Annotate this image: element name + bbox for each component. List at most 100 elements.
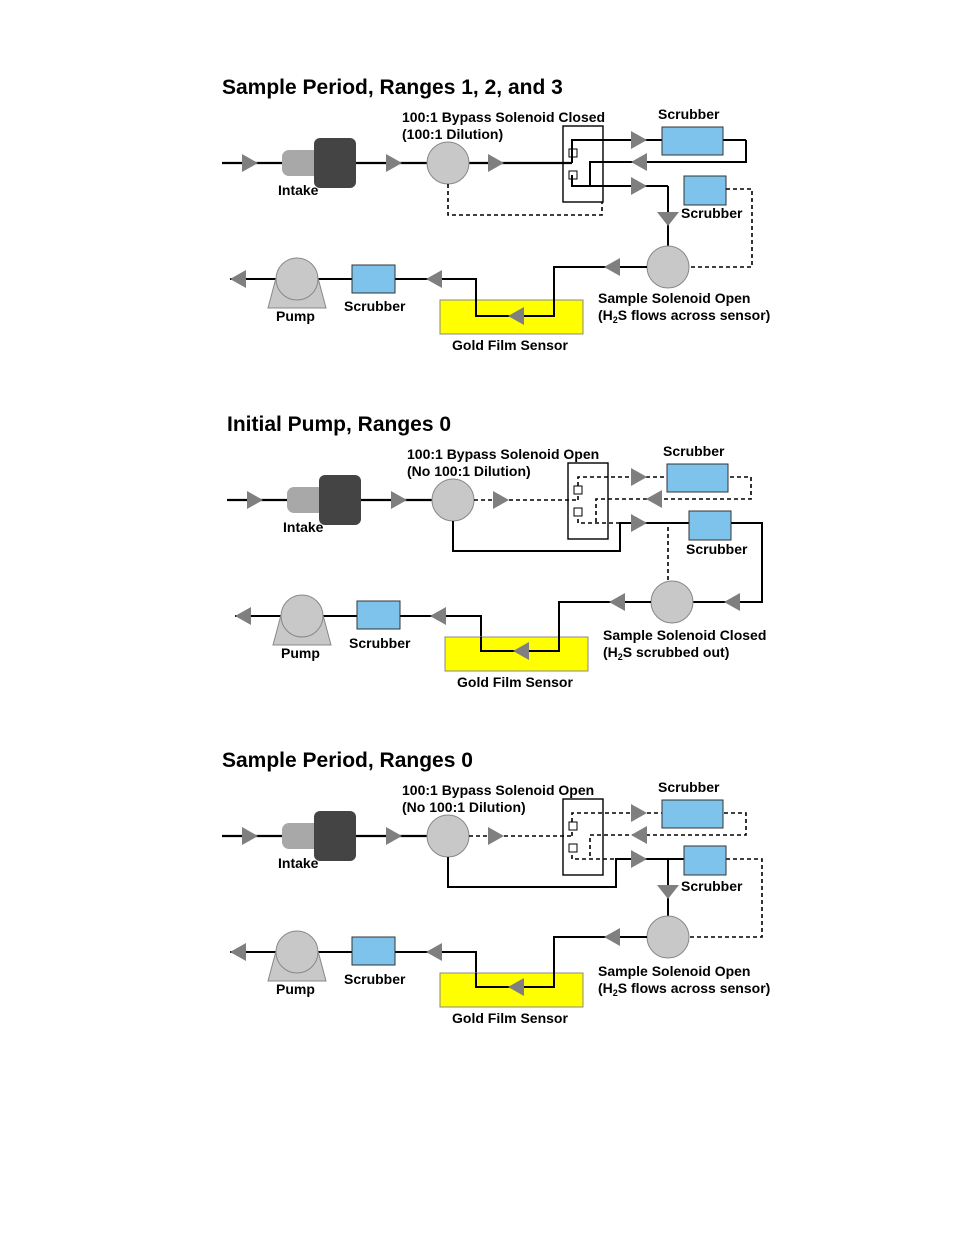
scrubber-top-label: Scrubber (663, 443, 725, 459)
flow-arrow-icon (631, 468, 647, 486)
diagram-panel-3: Sample Period, Ranges 0 (0, 745, 954, 1075)
scrubber-mid-label: Scrubber (681, 878, 743, 894)
pump-icon (267, 257, 327, 309)
valve-port-icon (573, 485, 583, 495)
bypass-dilution-label: (100:1 Dilution) (402, 126, 504, 142)
bypass-solenoid-icon (431, 478, 475, 522)
pump-label: Pump (281, 645, 320, 661)
bypass-dilution-label: (No 100:1 Dilution) (402, 799, 526, 815)
pump-icon (272, 594, 332, 646)
gold-film-sensor-icon (444, 636, 589, 672)
flow-diagram (227, 462, 763, 672)
scrubber-mid-icon (683, 845, 727, 876)
bypass-solenoid-label: 100:1 Bypass Solenoid Open (407, 446, 600, 462)
flow-arrow-icon (631, 850, 647, 868)
flow-arrow-icon (724, 593, 740, 611)
scrubber-pump-icon (356, 600, 401, 630)
bypass-dilution-label: (No 100:1 Dilution) (407, 463, 531, 479)
flow-arrow-icon (493, 491, 509, 509)
flow-arrow-icon (604, 258, 620, 276)
flow-arrow-icon (488, 154, 504, 172)
flow-arrow-icon (631, 131, 647, 149)
pump-icon (267, 930, 327, 982)
flow-arrow-icon (631, 153, 647, 171)
gold-film-sensor-icon (439, 972, 584, 1008)
flow-arrow-icon (513, 642, 529, 660)
flow-arrow-icon (609, 593, 625, 611)
panel-title: Sample Period, Ranges 0 (222, 749, 473, 772)
scrubber-pump-label: Scrubber (349, 635, 411, 651)
scrubber-mid-label: Scrubber (686, 541, 748, 557)
flow-arrow-icon (657, 212, 679, 226)
scrubber-mid-icon (688, 510, 732, 541)
flow-arrow-icon (508, 307, 524, 325)
flow-arrow-icon (488, 827, 504, 845)
gold-film-sensor-label: Gold Film Sensor (457, 674, 573, 690)
flow-arrow-icon (242, 827, 258, 845)
scrubber-top-label: Scrubber (658, 779, 720, 795)
scrubber-mid-icon (683, 175, 727, 206)
flow-arrow-icon (604, 928, 620, 946)
flow-arrow-icon (631, 514, 647, 532)
bypass-solenoid-icon (426, 141, 470, 185)
valve-block (567, 462, 609, 540)
pump-label: Pump (276, 308, 315, 324)
sample-solenoid-icon (646, 245, 690, 289)
pump-label: Pump (276, 981, 315, 997)
flow-arrow-icon (430, 607, 446, 625)
flow-arrow-icon (230, 270, 246, 288)
intake-label: Intake (278, 182, 319, 198)
flow-arrow-icon (242, 154, 258, 172)
valve-block (562, 125, 604, 203)
flow-arrow-icon (631, 177, 647, 195)
bypass-solenoid-label: 100:1 Bypass Solenoid Closed (402, 109, 606, 125)
scrubber-top-label: Scrubber (658, 106, 720, 122)
scrubber-pump-label: Scrubber (344, 298, 406, 314)
panel-title: Sample Period, Ranges 1, 2, and 3 (222, 76, 563, 99)
sample-solenoid-icon (646, 915, 690, 959)
sample-solenoid-label: Sample Solenoid Closed (603, 627, 767, 643)
intake-icon (282, 138, 356, 188)
sample-solenoid-icon (650, 580, 694, 624)
intake-icon (282, 811, 356, 861)
gold-film-sensor-label: Gold Film Sensor (452, 337, 568, 353)
flow-arrow-icon (657, 885, 679, 899)
gold-film-sensor-label: Gold Film Sensor (452, 1010, 568, 1026)
flow-arrow-icon (631, 826, 647, 844)
scrubber-top-icon (661, 799, 724, 829)
flow-arrow-icon (230, 943, 246, 961)
scrubber-top-icon (666, 463, 729, 493)
flow-arrow-icon (247, 491, 263, 509)
panel-title: Initial Pump, Ranges 0 (227, 413, 452, 436)
bypass-line (447, 184, 603, 216)
flow-arrow-icon (646, 490, 662, 508)
scrubber-pump-label: Scrubber (344, 971, 406, 987)
flow-arrow-icon (386, 827, 402, 845)
sample-solenoid-label: Sample Solenoid Open (598, 290, 751, 306)
scrubber-mid-label: Scrubber (681, 205, 743, 221)
intake-icon (287, 475, 361, 525)
sample-flow-label: (H2S scrubbed out) (603, 644, 730, 662)
flow-diagram (222, 125, 753, 335)
intake-label: Intake (278, 855, 319, 871)
sample-flow-label: (H2S flows across sensor) (598, 980, 771, 998)
sample-solenoid-label: Sample Solenoid Open (598, 963, 751, 979)
flow-arrow-icon (631, 804, 647, 822)
bypass-solenoid-icon (426, 814, 470, 858)
valve-port-icon (568, 843, 578, 853)
scrubber-pump-icon (351, 264, 396, 294)
valve-port-icon (573, 507, 583, 517)
flow-arrow-icon (426, 943, 442, 961)
flow-arrow-icon (508, 978, 524, 996)
bypass-solenoid-label: 100:1 Bypass Solenoid Open (402, 782, 595, 798)
flow-diagram (222, 798, 763, 1008)
flow-arrow-icon (235, 607, 251, 625)
flow-arrow-icon (386, 154, 402, 172)
scrubber-pump-icon (351, 936, 396, 966)
intake-label: Intake (283, 519, 324, 535)
valve-block (562, 798, 604, 876)
diagram-panel-2: Initial Pump, Ranges 0 (0, 409, 954, 739)
sample-flow-label: (H2S flows across sensor) (598, 307, 771, 325)
flow-arrow-icon (391, 491, 407, 509)
diagram-panel-1: Sample Period, Ranges 1, 2, and 3 (0, 72, 954, 402)
